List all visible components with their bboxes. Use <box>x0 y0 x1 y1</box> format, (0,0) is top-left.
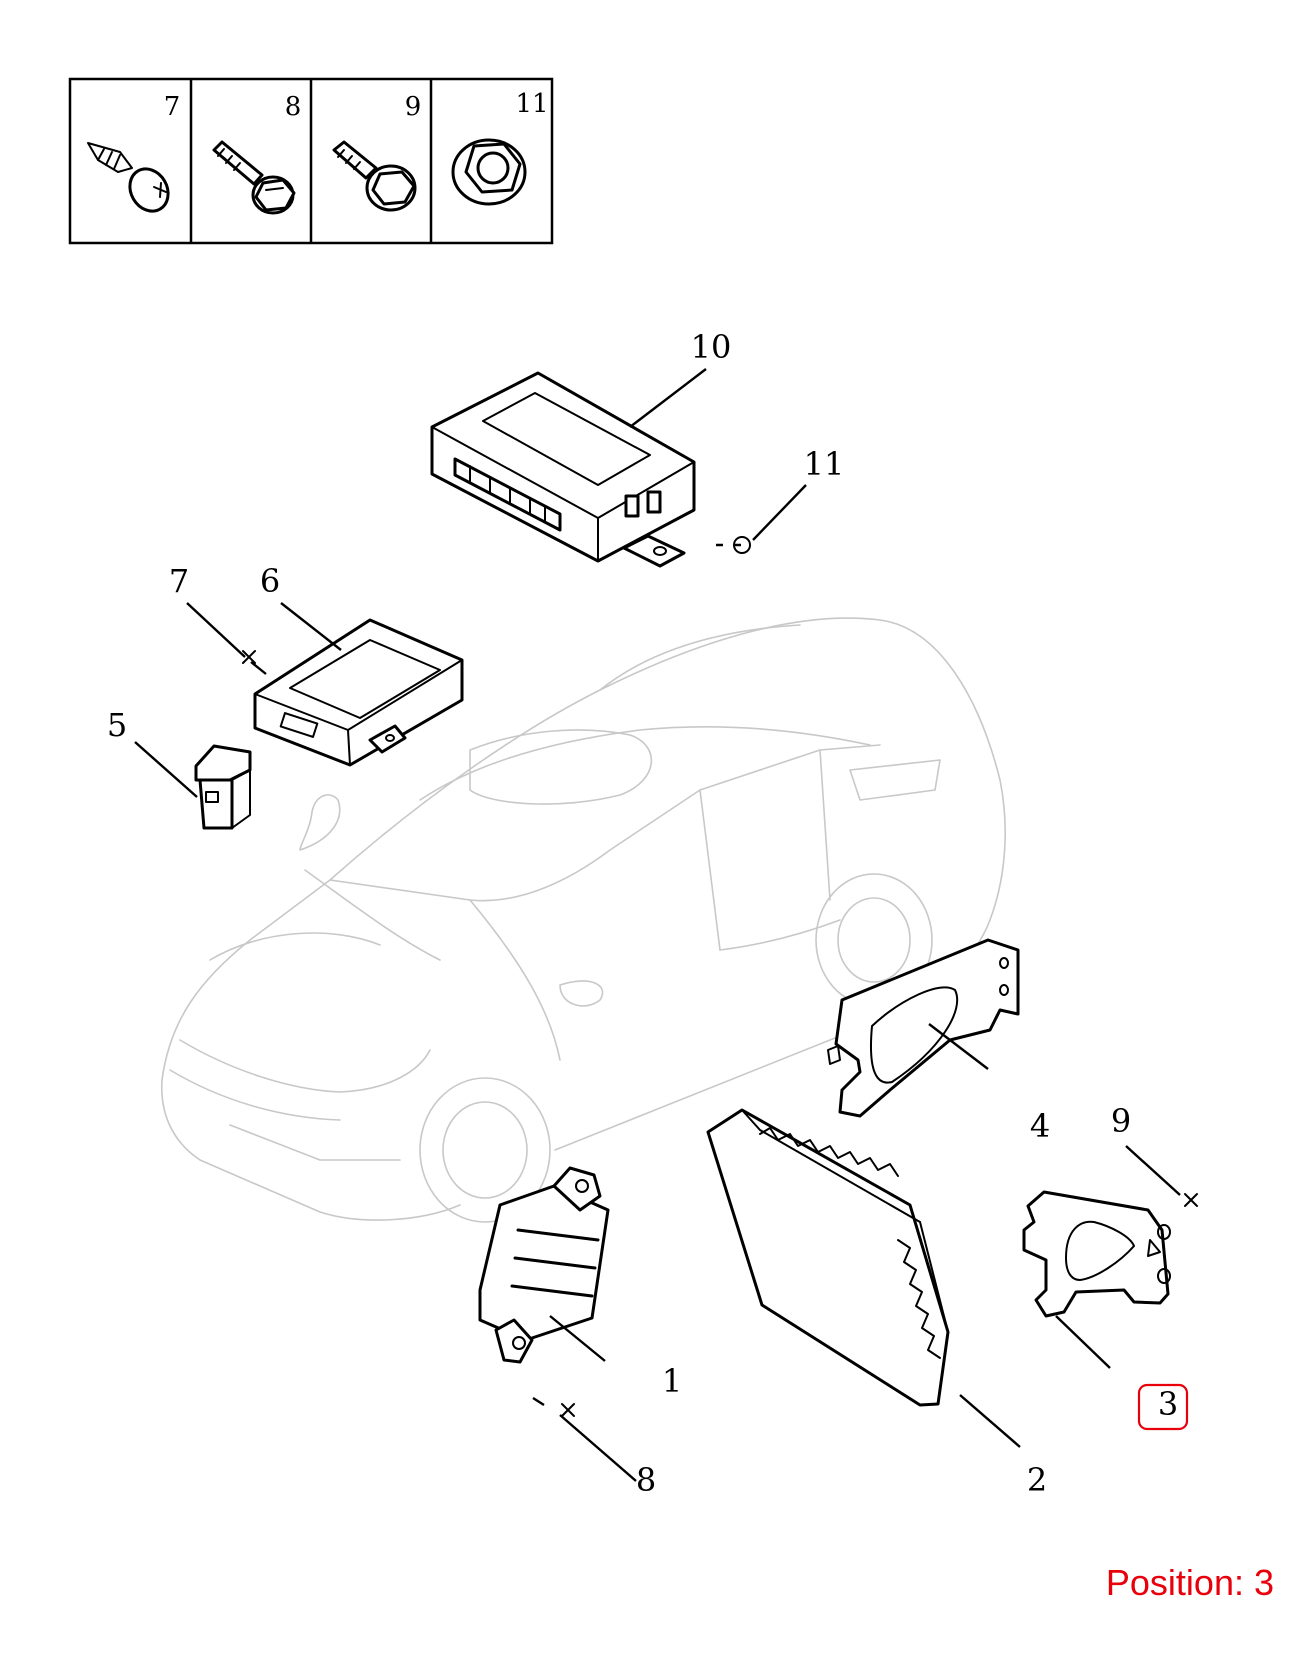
callout-6[interactable]: 6 <box>260 562 280 600</box>
hardware-cell-8[interactable]: 8 <box>212 92 302 215</box>
part-10-control-module[interactable] <box>430 371 696 568</box>
part-3-bracket[interactable] <box>1022 1190 1171 1318</box>
leader-lines <box>134 368 1198 1482</box>
leader-7 <box>186 602 267 675</box>
callout-7[interactable]: 7 <box>169 562 189 600</box>
leader-3 <box>1055 1315 1111 1369</box>
hardware-number-9: 9 <box>405 92 422 122</box>
hardware-cell-7[interactable]: 7 <box>87 92 181 218</box>
hardware-cell-11[interactable]: 11 <box>451 89 549 206</box>
callout-4[interactable]: 4 <box>1030 1107 1050 1145</box>
hardware-number-8: 8 <box>285 92 302 122</box>
callout-9[interactable]: 9 <box>1111 1102 1131 1140</box>
callout-3[interactable]: 3 <box>1158 1385 1178 1423</box>
leader-9 <box>1125 1145 1181 1196</box>
callout-1[interactable]: 1 <box>662 1362 682 1400</box>
callout-8[interactable]: 8 <box>636 1461 656 1499</box>
hardware-cell-9[interactable]: 9 <box>332 92 422 212</box>
leader-8 <box>532 1396 637 1482</box>
position-label: Position: 3 <box>1105 1562 1274 1603</box>
callout-11[interactable]: 11 <box>804 445 845 483</box>
leader-10 <box>629 368 707 428</box>
flange-bolt-icon <box>212 140 296 215</box>
part-4-bracket[interactable] <box>827 938 1020 1118</box>
leader-2 <box>959 1394 1021 1448</box>
part-2-control-unit[interactable] <box>706 1108 950 1407</box>
hardware-number-7: 7 <box>164 92 181 122</box>
tapping-screw-icon <box>87 142 170 213</box>
part-1-module[interactable] <box>478 1166 610 1364</box>
hardware-table: 7 8 9 <box>68 77 554 245</box>
washer-bolt-icon <box>332 140 417 212</box>
callout-labels: 10 11 7 6 5 4 9 1 3 8 2 <box>107 328 1178 1499</box>
highlight-box <box>1137 1383 1189 1431</box>
leader-11 <box>716 484 807 547</box>
flange-nut-icon <box>451 138 527 206</box>
leader-5 <box>134 741 198 798</box>
leader-4 <box>928 1023 989 1070</box>
callout-5[interactable]: 5 <box>107 706 127 744</box>
hardware-number-11: 11 <box>515 89 548 119</box>
part-6-module[interactable] <box>253 618 464 767</box>
callout-10[interactable]: 10 <box>691 328 732 366</box>
callout-2[interactable]: 2 <box>1027 1461 1047 1499</box>
part-5-switch[interactable] <box>194 744 252 830</box>
leader-1 <box>549 1315 606 1362</box>
leader-6 <box>280 602 342 651</box>
